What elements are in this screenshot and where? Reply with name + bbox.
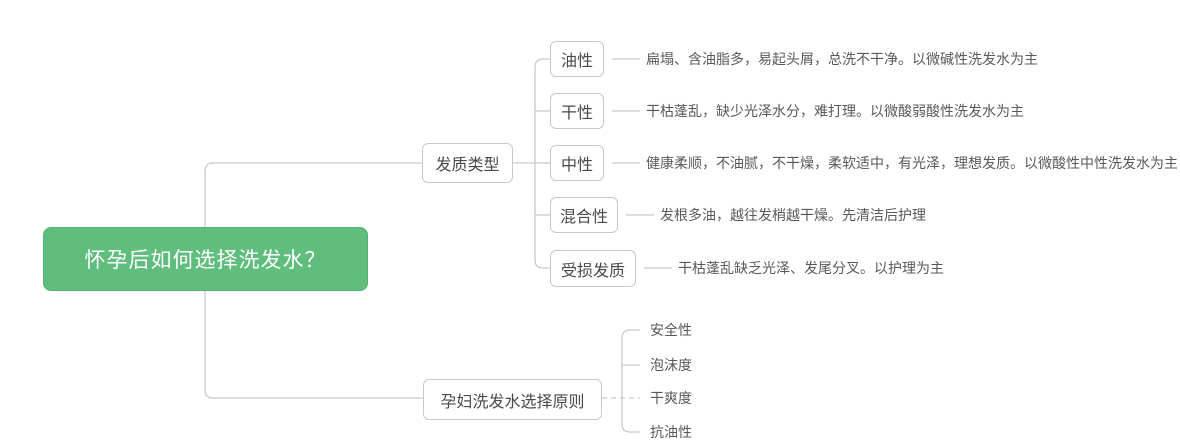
topic-damaged[interactable]: 受损发质 (550, 250, 636, 287)
root-topic[interactable]: 怀孕后如何选择洗发水？ (43, 227, 368, 291)
desc-mixed[interactable]: 发根多油，越往发梢越干燥。先清洁后护理 (660, 207, 926, 223)
principle-anti-oil[interactable]: 抗油性 (650, 424, 692, 440)
desc-oily[interactable]: 扁塌、含油脂多，易起头屑，总洗不干净。以微碱性洗发水为主 (646, 51, 1038, 67)
topic-oily[interactable]: 油性 (550, 41, 604, 77)
topic-selection-principles-label: 孕妇洗发水选择原则 (440, 393, 585, 411)
principle-foam[interactable]: 泡沫度 (650, 357, 692, 373)
topic-mixed-label: 混合性 (559, 209, 608, 226)
topic-hair-type-label: 发质类型 (435, 157, 500, 174)
topic-oily-label: 油性 (560, 53, 593, 70)
desc-damaged[interactable]: 干枯蓬乱缺乏光泽、发尾分叉。以护理为主 (678, 260, 944, 276)
desc-neutral[interactable]: 健康柔顺，不油腻，不干燥，柔软适中，有光泽，理想发质。以微酸性中性洗发水为主 (646, 155, 1178, 171)
principle-dryness[interactable]: 干爽度 (650, 390, 692, 406)
topic-damaged-label: 受损发质 (560, 262, 625, 280)
topic-mixed[interactable]: 混合性 (550, 197, 618, 233)
topic-hair-type[interactable]: 发质类型 (422, 143, 513, 183)
topic-selection-principles[interactable]: 孕妇洗发水选择原则 (423, 379, 602, 420)
desc-dry[interactable]: 干枯蓬乱，缺少光泽水分，难打理。以微酸弱酸性洗发水为主 (646, 103, 1024, 119)
topic-dry[interactable]: 干性 (550, 93, 604, 129)
topic-dry-label: 干性 (560, 105, 593, 122)
root-topic-label: 怀孕后如何选择洗发水？ (84, 249, 327, 272)
topic-neutral[interactable]: 中性 (550, 145, 604, 181)
principle-safety[interactable]: 安全性 (650, 322, 692, 338)
topic-neutral-label: 中性 (560, 157, 593, 174)
